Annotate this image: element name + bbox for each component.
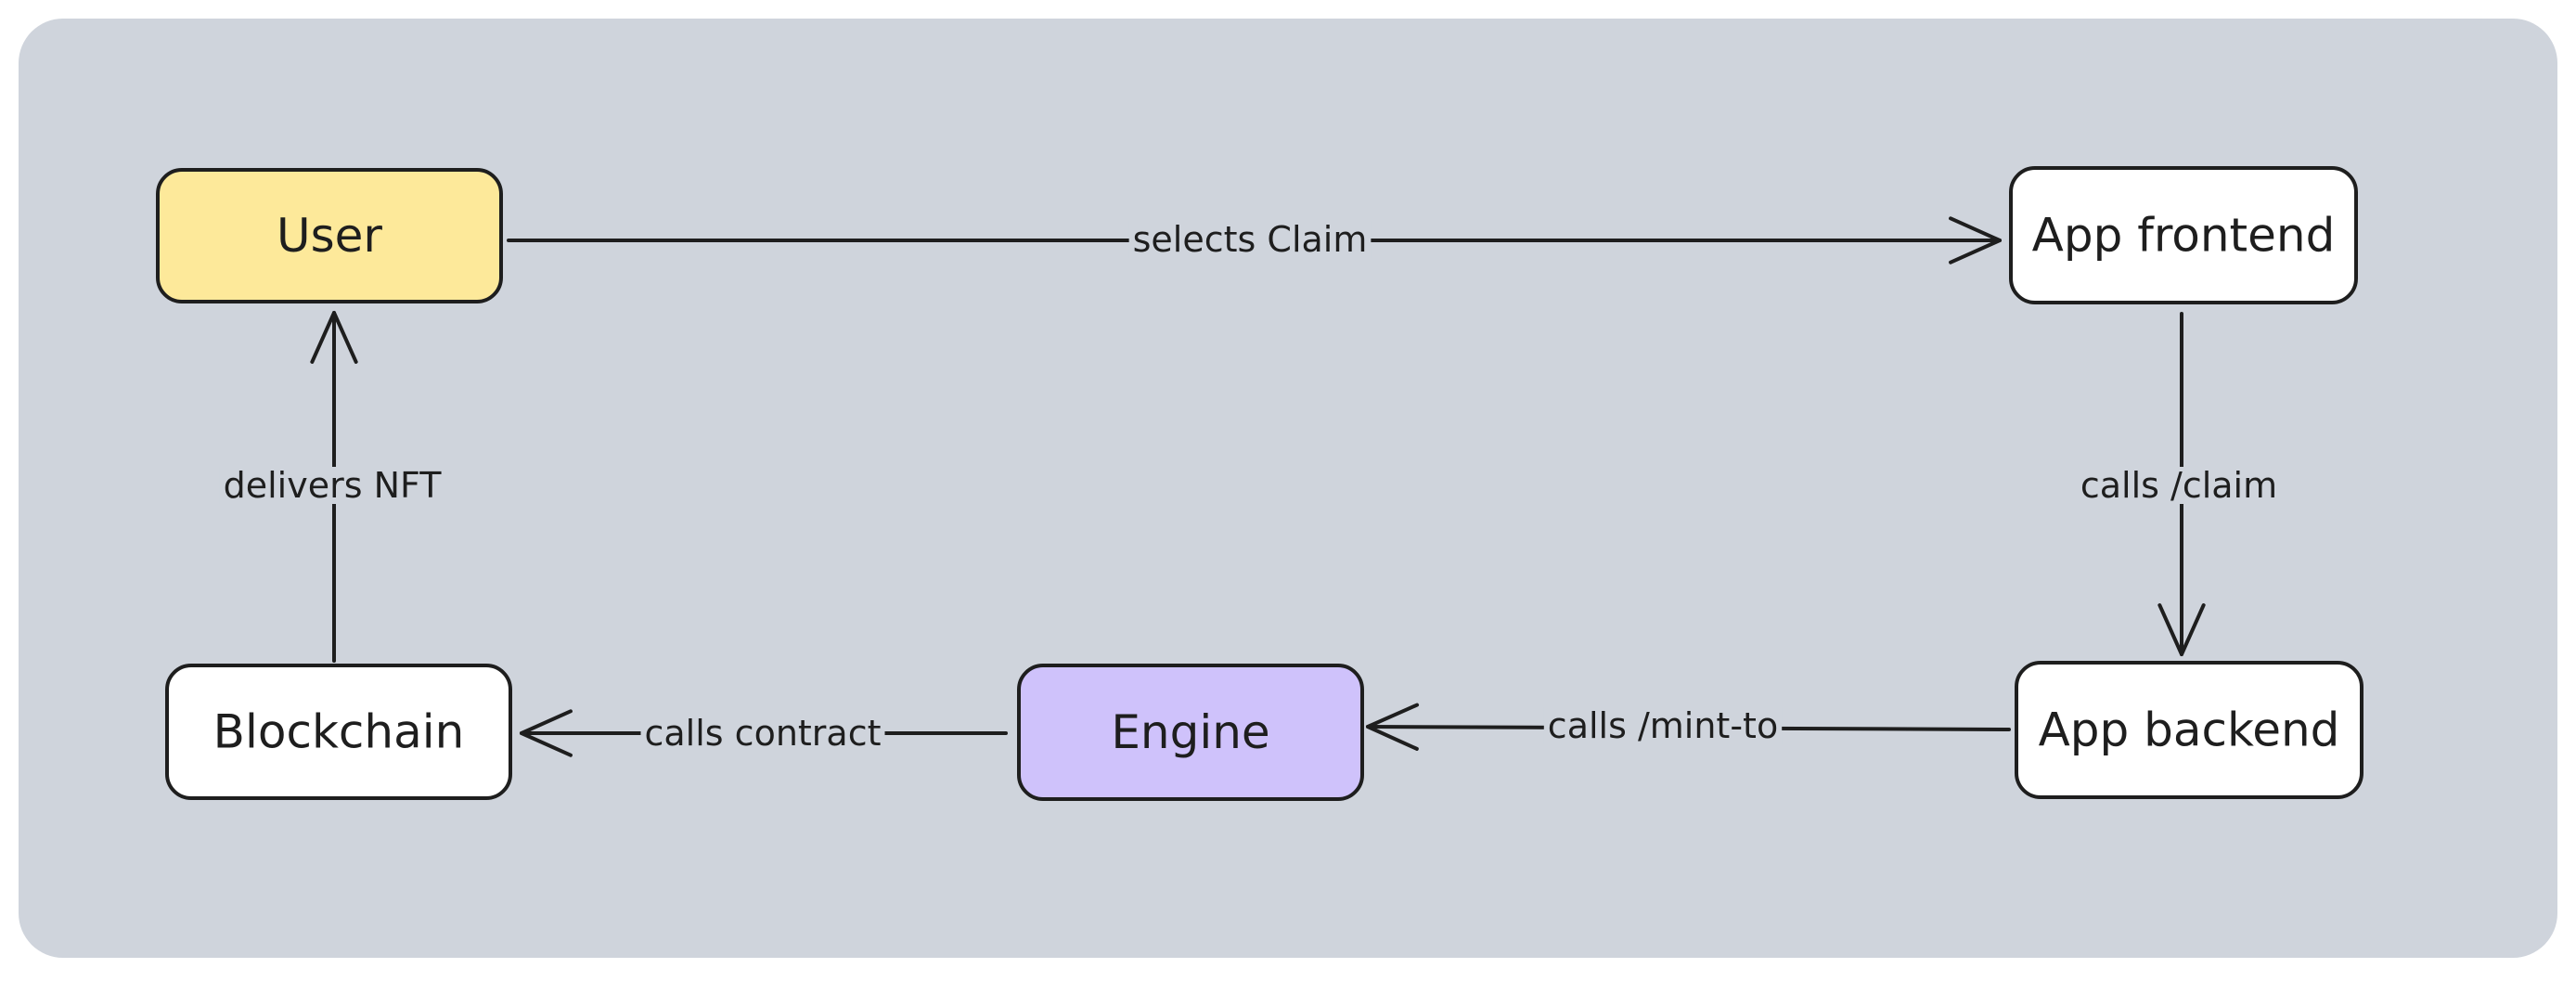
edge-label: calls /mint-to [1548,705,1778,746]
edges-layer: selects Claim calls /claim calls /mint-to c… [219,216,2282,757]
node-box [2015,661,2363,799]
node-label: App frontend [2032,209,2336,263]
edge-label: delivers NFT [224,465,443,506]
node-label: Engine [1111,705,1269,759]
edge-label: selects Claim [1133,219,1368,260]
node-label: User [277,209,382,263]
edge-user-to-frontend: selects Claim [507,216,2002,265]
edge-engine-to-blockchain: calls contract [520,709,1008,757]
node-engine: Engine [1017,664,1364,801]
edge-blockchain-to-user: delivers NFT [219,311,446,663]
arrowhead-icon [2157,603,2206,656]
edge-label-background [1543,707,1783,744]
node-box [1017,664,1364,801]
node-box [165,664,512,800]
edge-label-background [2076,467,2282,504]
edge-backend-to-engine: calls /mint-to [1366,703,2011,751]
node-box [2009,166,2358,304]
node-label: App backend [2039,703,2340,757]
edge-frontend-to-backend: calls /claim [2076,312,2282,656]
edge-label-background [640,715,885,752]
edge-label: calls contract [645,713,882,754]
arrowhead-icon [520,709,573,757]
node-box [156,168,503,303]
arrowhead-icon [310,311,358,364]
arrowhead-icon [1949,216,2002,265]
node-app-backend: App backend [2015,661,2363,799]
edge-label: calls /claim [2080,465,2277,506]
node-app-frontend: App frontend [2009,166,2358,304]
node-user: User [156,168,503,303]
edge-label-background [1128,221,1372,258]
arrowhead-icon [1366,703,1420,751]
edge-label-background [219,467,446,504]
node-blockchain: Blockchain [165,664,512,800]
node-label: Blockchain [213,705,465,759]
